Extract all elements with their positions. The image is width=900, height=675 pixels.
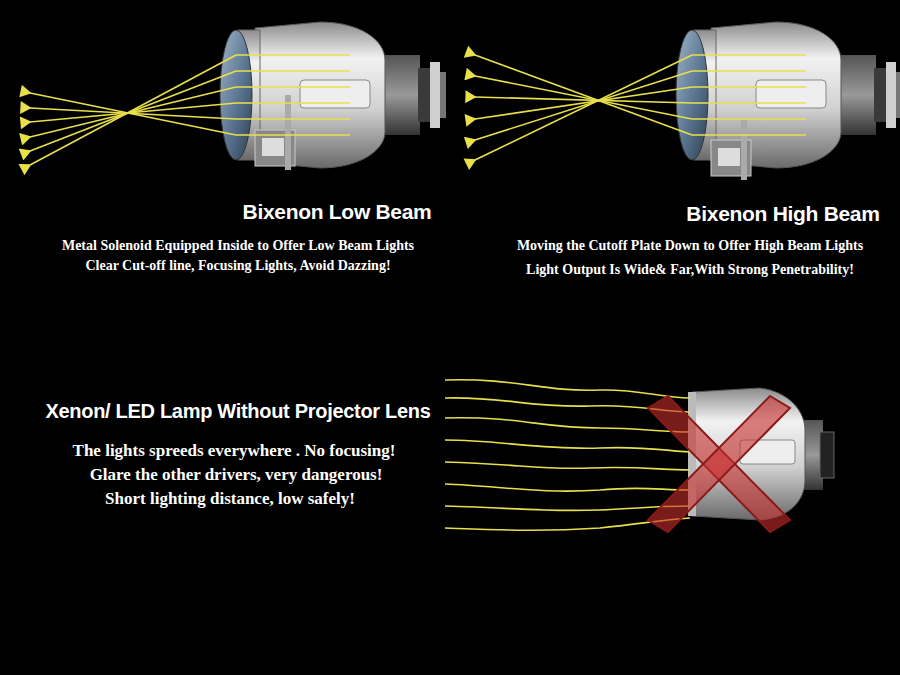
description-line: Glare the other drivers, very dangerous! (90, 465, 383, 485)
high-beam-projector (676, 22, 900, 180)
description-line: Moving the Cutoff Plate Down to Offer Hi… (517, 238, 863, 254)
description-line: Clear Cut-off line, Focusing Lights, Avo… (85, 258, 390, 274)
section-heading: Xenon/ LED Lamp Without Projector Lens (45, 400, 430, 423)
description-line: Short lighting distance, low safely! (105, 489, 355, 509)
red-cross-mark (648, 396, 790, 532)
low-beam-projector (220, 22, 446, 170)
high-beam-rays (475, 55, 806, 160)
description-line: Metal Solenoid Equipped Inside to Offer … (62, 238, 414, 254)
section-heading: Bixenon Low Beam (243, 200, 432, 224)
low-beam-rays (30, 55, 350, 165)
scattered-rays (445, 380, 690, 531)
section-heading: Bixenon High Beam (686, 202, 879, 226)
description-line: The lights spreeds everywhere . No focus… (73, 441, 396, 461)
description-line: Light Output Is Wide& Far,With Strong Pe… (526, 262, 854, 278)
